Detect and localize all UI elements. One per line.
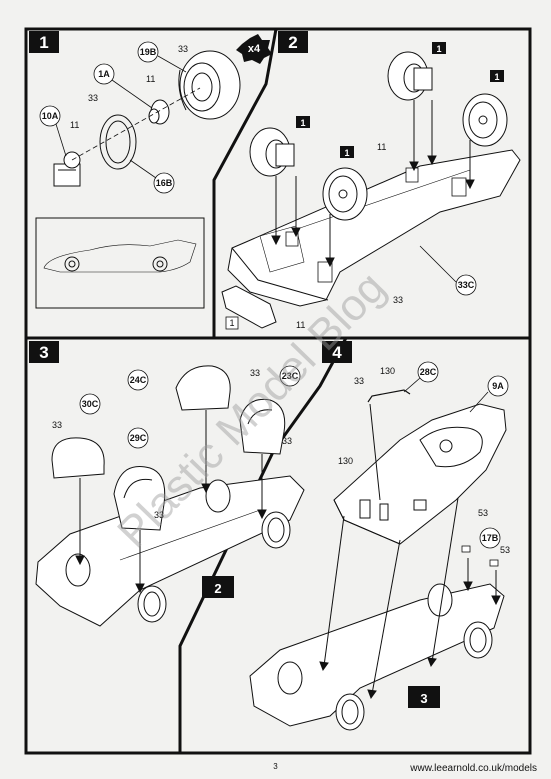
hub-1a [148, 99, 170, 125]
step-4-callouts [403, 361, 509, 549]
part-19b-label: 19B [140, 47, 157, 57]
chassis-assembly [35, 475, 305, 627]
part-28c-label: 28C [420, 367, 437, 377]
part-1-ref-label: 1 [229, 318, 234, 328]
step-2-panel: 2 [221, 31, 521, 330]
step-4-arrows [319, 403, 501, 700]
colour-11-label: 11 [377, 142, 386, 152]
wheel-front-left [249, 127, 295, 177]
interior-tub-9a [333, 403, 507, 545]
wheel-arch-23c [239, 398, 286, 455]
part-53-label: 53 [500, 545, 510, 555]
part-16b-label: 16B [156, 178, 173, 188]
wheel-rear-left [387, 51, 433, 101]
chassis-floor [227, 149, 521, 307]
page-number: 3 [273, 762, 278, 771]
step-3-panel: 3 [29, 341, 305, 627]
sub-assembly-1-label: 1 [300, 118, 305, 128]
part-1a-label: 1A [98, 69, 110, 79]
wheel-arch-24c [175, 365, 231, 411]
car-side-view-inset [35, 217, 205, 309]
colour-33-label: 33 [154, 510, 164, 520]
part-53-label: 53 [478, 508, 488, 518]
sub-assembly-1-label: 1 [436, 44, 441, 54]
step-1-number: 1 [39, 33, 48, 52]
wheel-front-right [322, 167, 368, 221]
step-3-number: 3 [39, 343, 48, 362]
chassis-assembly [249, 583, 505, 731]
colour-33-label: 33 [88, 93, 98, 103]
step-2-number: 2 [288, 33, 297, 52]
sub-assembly-badges [296, 42, 504, 158]
step-2-arrows [271, 100, 475, 268]
sub-assembly-1-label: 1 [344, 148, 349, 158]
x4-multiplier-text: x4 [248, 43, 261, 55]
part-23c-label: 23C [282, 371, 299, 381]
part-33c-callout [455, 274, 477, 296]
part-9a-label: 9A [492, 381, 504, 391]
wheel-arch-29c [113, 466, 166, 531]
step-3-badge [29, 341, 59, 363]
step-1-badge [29, 31, 59, 53]
ref-assembly-3-label: 3 [420, 691, 427, 706]
ref-assembly-3-badge: 3 [408, 686, 440, 708]
part-24c-label: 24C [130, 375, 147, 385]
seat-belt-parts-53 [461, 545, 499, 567]
part-29c-label: 29C [130, 433, 147, 443]
step-4-number: 4 [332, 343, 342, 362]
step-3-arrows [75, 410, 267, 594]
step-4-panel: 4 [249, 341, 510, 731]
x4-multiplier-badge: x4 [236, 34, 272, 64]
colour-33-label: 33 [354, 376, 364, 386]
part-17b-label: 17B [482, 533, 499, 543]
colour-33-label: 33 [282, 436, 292, 446]
ring-16b [99, 114, 137, 170]
colour-11-label: 11 [296, 320, 305, 330]
colour-33-label: 33 [52, 420, 62, 430]
part-130-label: 130 [338, 456, 353, 466]
step-3-callouts [79, 365, 301, 449]
bumper-part-1 [221, 285, 277, 329]
axle-10a [53, 151, 81, 187]
colour-11-label: 11 [146, 74, 155, 84]
wheel-rear-right [462, 93, 508, 147]
part-10a-label: 10A [42, 111, 59, 121]
sub-assembly-1-label: 1 [494, 72, 499, 82]
step-2-badge [278, 31, 308, 53]
ref-assembly-2-badge: 2 [202, 576, 234, 598]
tyre-33 [178, 50, 241, 120]
step-1-callouts [39, 41, 187, 194]
step-4-badge [322, 341, 352, 363]
colour-11-label: 11 [70, 120, 79, 130]
part-1-ref-box [225, 316, 239, 330]
footer-url[interactable]: www.leearnold.co.uk/models [410, 763, 537, 774]
part-33c-label: 33C [458, 280, 475, 290]
step-1-panel: 1 x4 [29, 31, 272, 309]
colour-33-label: 33 [178, 44, 188, 54]
assembly-axis-line [71, 87, 201, 161]
roll-bar-130 [367, 389, 411, 403]
wheel-arch-30c [51, 437, 105, 479]
colour-33-label: 33 [250, 368, 260, 378]
colour-33-label: 33 [393, 295, 403, 305]
leader-line [419, 245, 457, 283]
part-30c-label: 30C [82, 399, 99, 409]
ref-assembly-2-label: 2 [214, 581, 221, 596]
part-130-label: 130 [380, 366, 395, 376]
